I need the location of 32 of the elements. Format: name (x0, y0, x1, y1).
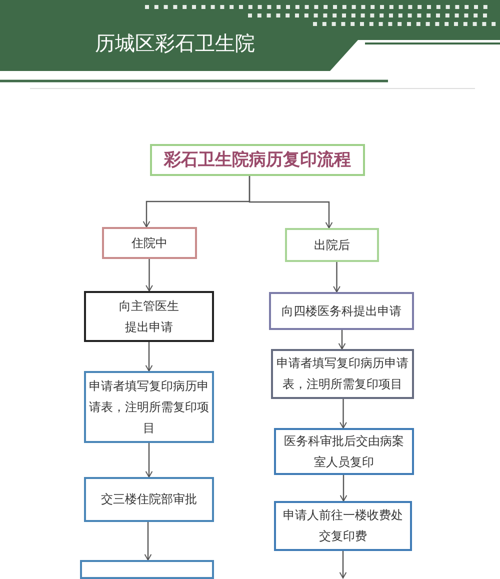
title-box (150, 144, 365, 176)
header-text: 历城区彩石卫生院 (95, 30, 255, 56)
arrow (145, 342, 153, 372)
arrow (339, 551, 347, 578)
arrow (340, 475, 348, 502)
step-text: 向四楼医务科提出申请 (280, 302, 402, 320)
process-box (84, 477, 214, 522)
step-text: 交三楼住院部审批 (100, 491, 198, 508)
process-box (102, 227, 197, 259)
arrow (340, 399, 347, 428)
process-box (271, 349, 414, 399)
step-text: 出院后 (313, 236, 351, 254)
arrow (248, 176, 333, 228)
step-text: 医务科审批后交由病案室人员复印 (284, 432, 404, 470)
arrow (145, 443, 153, 478)
process-box (80, 560, 214, 579)
arrow (338, 330, 346, 350)
step-text: 申请人前往一楼收费处交复印费 (283, 507, 403, 545)
arrow (146, 259, 153, 292)
process-box (84, 371, 214, 443)
process-box (269, 292, 414, 330)
process-box (84, 291, 214, 342)
title-text: 彩石卫生院病历复印流程 (162, 150, 352, 170)
process-box (274, 501, 412, 551)
step-text: 申请者填写复印病历申请表，注明所需复印项目 (89, 378, 209, 436)
step-text: 住院中 (130, 234, 168, 252)
step-text: 申请者填写复印病历申请表，注明所需复印项目 (276, 355, 408, 393)
arrow (144, 522, 152, 560)
process-box (274, 428, 414, 475)
arrow (333, 262, 340, 292)
step-text: 向主管医生提出申请 (118, 298, 180, 336)
process-box (285, 228, 379, 262)
